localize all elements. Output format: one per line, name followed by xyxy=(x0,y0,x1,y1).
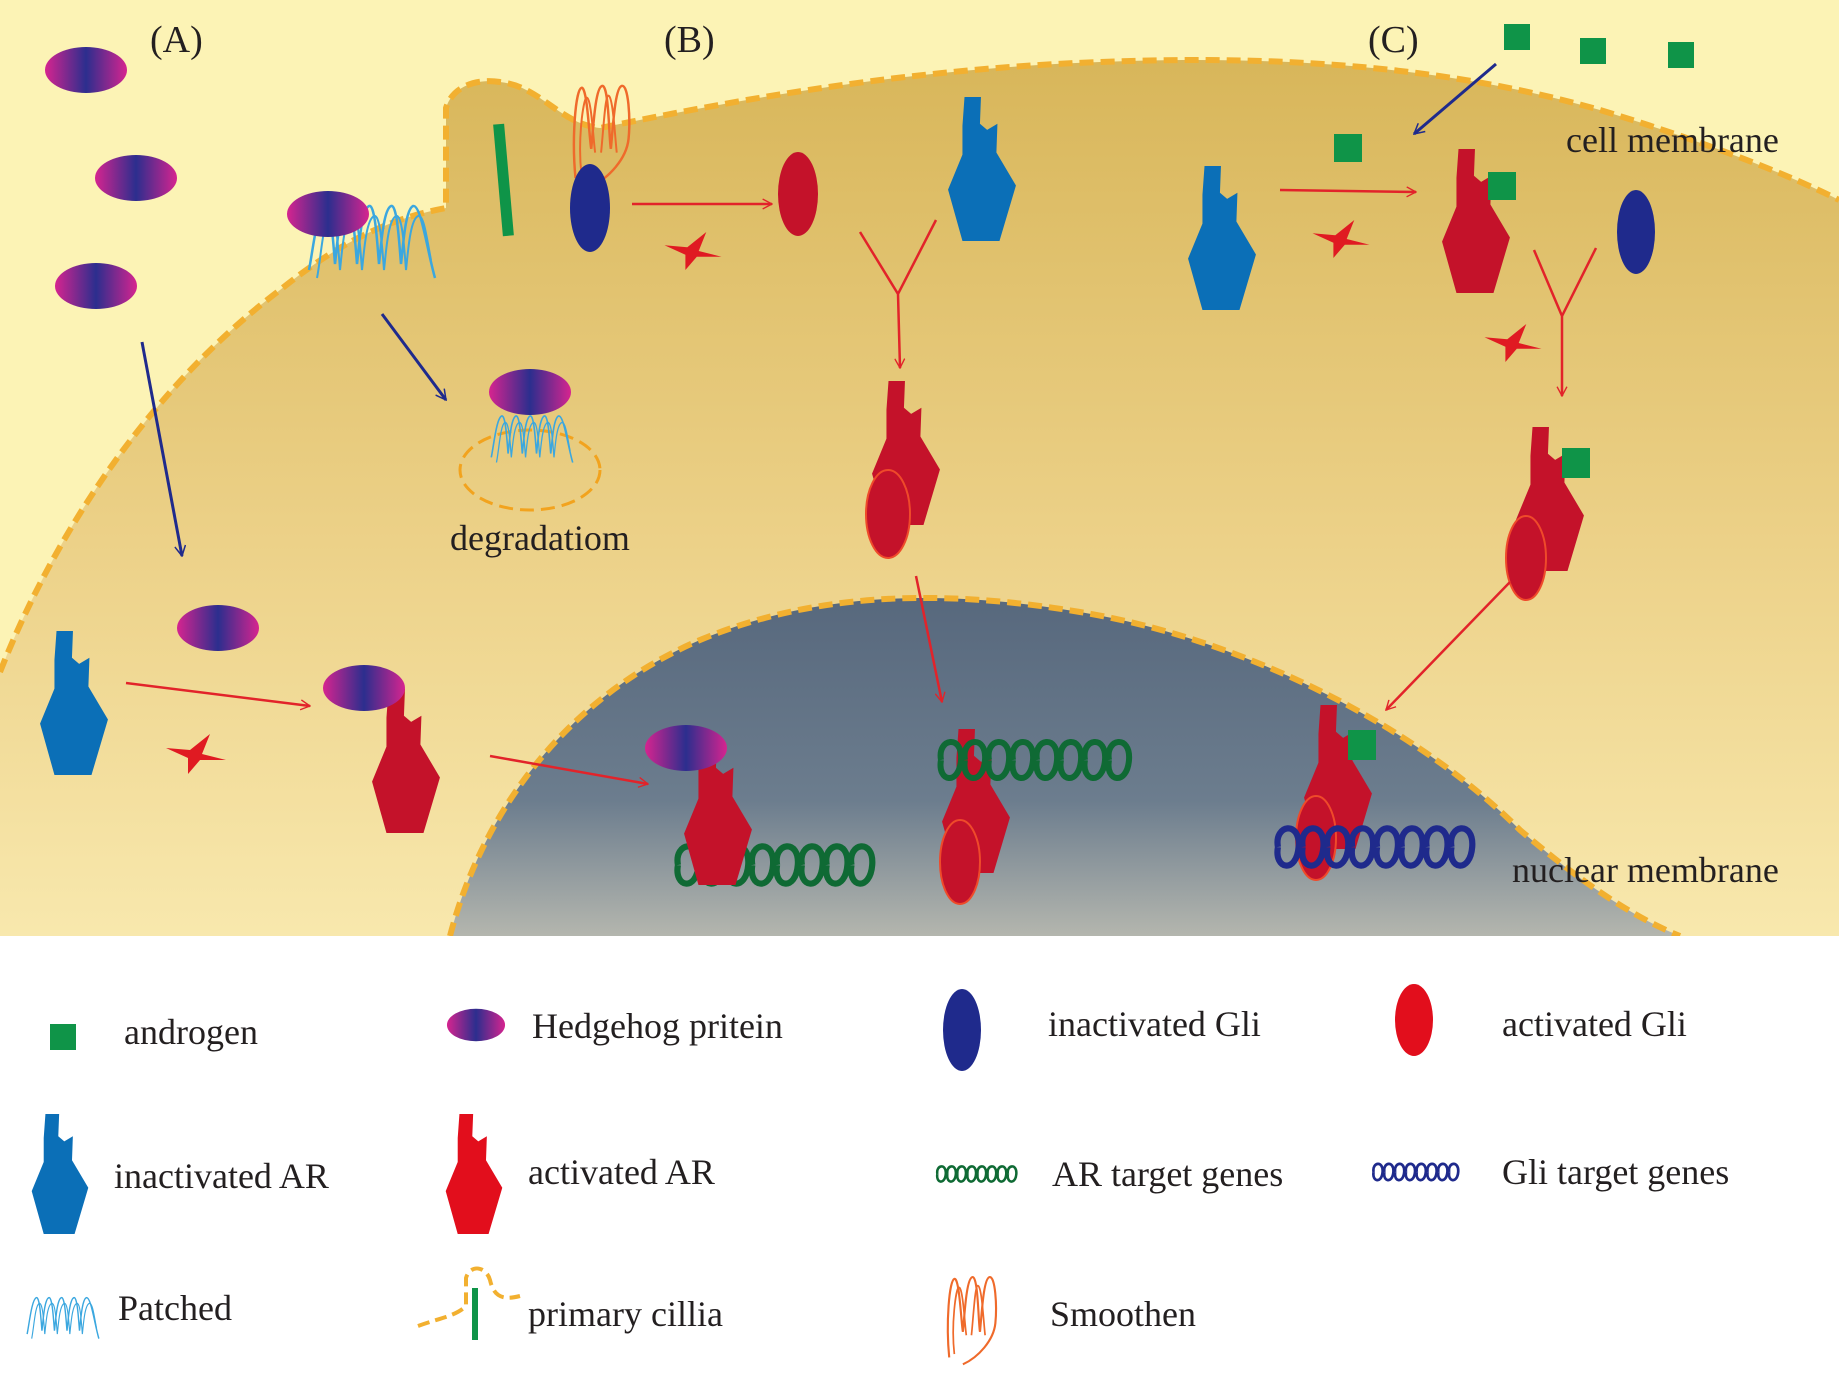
legend-primary-cilia: primary cillia xyxy=(528,1294,723,1334)
legend-activated-gli: activated Gli xyxy=(1502,1004,1687,1044)
activated-gli-icon xyxy=(778,152,818,236)
hedgehog-protein-icon xyxy=(287,191,369,237)
activated-gli-icon xyxy=(1505,515,1547,601)
panel-a xyxy=(40,47,872,885)
legend-inactivated-gli: inactivated Gli xyxy=(1048,1004,1261,1044)
activated-gli-icon xyxy=(939,819,981,905)
legend: androgen Hedgehog pritein inactivated Gl… xyxy=(26,984,1729,1366)
androgen-icon xyxy=(1504,24,1530,50)
hedgehog-protein-icon xyxy=(177,605,259,651)
inactivated-gli-icon xyxy=(1617,190,1655,274)
red-arrow xyxy=(489,754,648,784)
hedgehog-protein-icon xyxy=(489,369,571,415)
panel-c xyxy=(1188,24,1694,881)
legend-androgen: androgen xyxy=(124,1012,258,1052)
androgen-icon xyxy=(1334,134,1362,162)
panel-b xyxy=(493,84,1129,905)
panel-label-b: (B) xyxy=(664,19,715,61)
legend-inactivated-ar: inactivated AR xyxy=(114,1156,329,1196)
androgen-icon xyxy=(1488,172,1516,200)
nuclear-membrane-label: nuclear membrane xyxy=(1512,850,1779,890)
hedgehog-protein-icon xyxy=(446,1008,506,1042)
inactivated-gli-icon xyxy=(570,164,610,252)
y-junction-arrow xyxy=(1532,247,1598,396)
panel-label-c: (C) xyxy=(1368,19,1419,61)
blue-arrow xyxy=(140,341,182,556)
red-arrow xyxy=(1386,581,1511,710)
primary-cilia-green-bar xyxy=(493,123,514,237)
legend-hedgehog-protein: Hedgehog pritein xyxy=(532,1006,783,1046)
androgen-icon xyxy=(1668,42,1694,68)
hedgehog-protein-icon xyxy=(55,263,137,309)
legend-patched: Patched xyxy=(118,1288,232,1328)
blue-arrow xyxy=(380,313,448,400)
legend-ar-target-genes: AR target genes xyxy=(1052,1154,1283,1194)
legend-gli-target-genes: Gli target genes xyxy=(1502,1152,1729,1192)
legend-activated-ar: activated AR xyxy=(528,1152,715,1192)
legend-smoothen: Smoothen xyxy=(1050,1294,1196,1334)
panel-label-a: (A) xyxy=(150,19,203,61)
degradation-label: degradatiom xyxy=(450,518,630,558)
activated-gli-icon xyxy=(1395,984,1433,1056)
hedgehog-protein-icon xyxy=(45,47,127,93)
hedgehog-protein-icon xyxy=(323,665,405,711)
activated-gli-icon xyxy=(865,469,911,559)
blue-arrow xyxy=(1414,62,1497,136)
hedgehog-protein-icon xyxy=(645,725,727,771)
red-arrow xyxy=(1279,190,1416,192)
cell-membrane-line xyxy=(0,57,1839,674)
legend-background xyxy=(0,936,1839,1380)
primary-cilia-green-bar xyxy=(472,1288,478,1340)
red-arrow xyxy=(914,575,942,702)
nuclear-membrane-line xyxy=(447,594,1682,939)
androgen-icon xyxy=(1580,38,1606,64)
y-junction-arrow xyxy=(858,219,938,368)
androgen-icon xyxy=(50,1024,76,1050)
red-arrow xyxy=(125,681,310,706)
androgen-icon xyxy=(1562,448,1590,478)
inactivated-gli-icon xyxy=(943,989,981,1071)
primary-cilia-icon xyxy=(417,1266,521,1328)
hedgehog-protein-icon xyxy=(95,155,177,201)
cell-membrane-label: cell membrane xyxy=(1566,120,1779,160)
androgen-icon xyxy=(1348,730,1376,760)
